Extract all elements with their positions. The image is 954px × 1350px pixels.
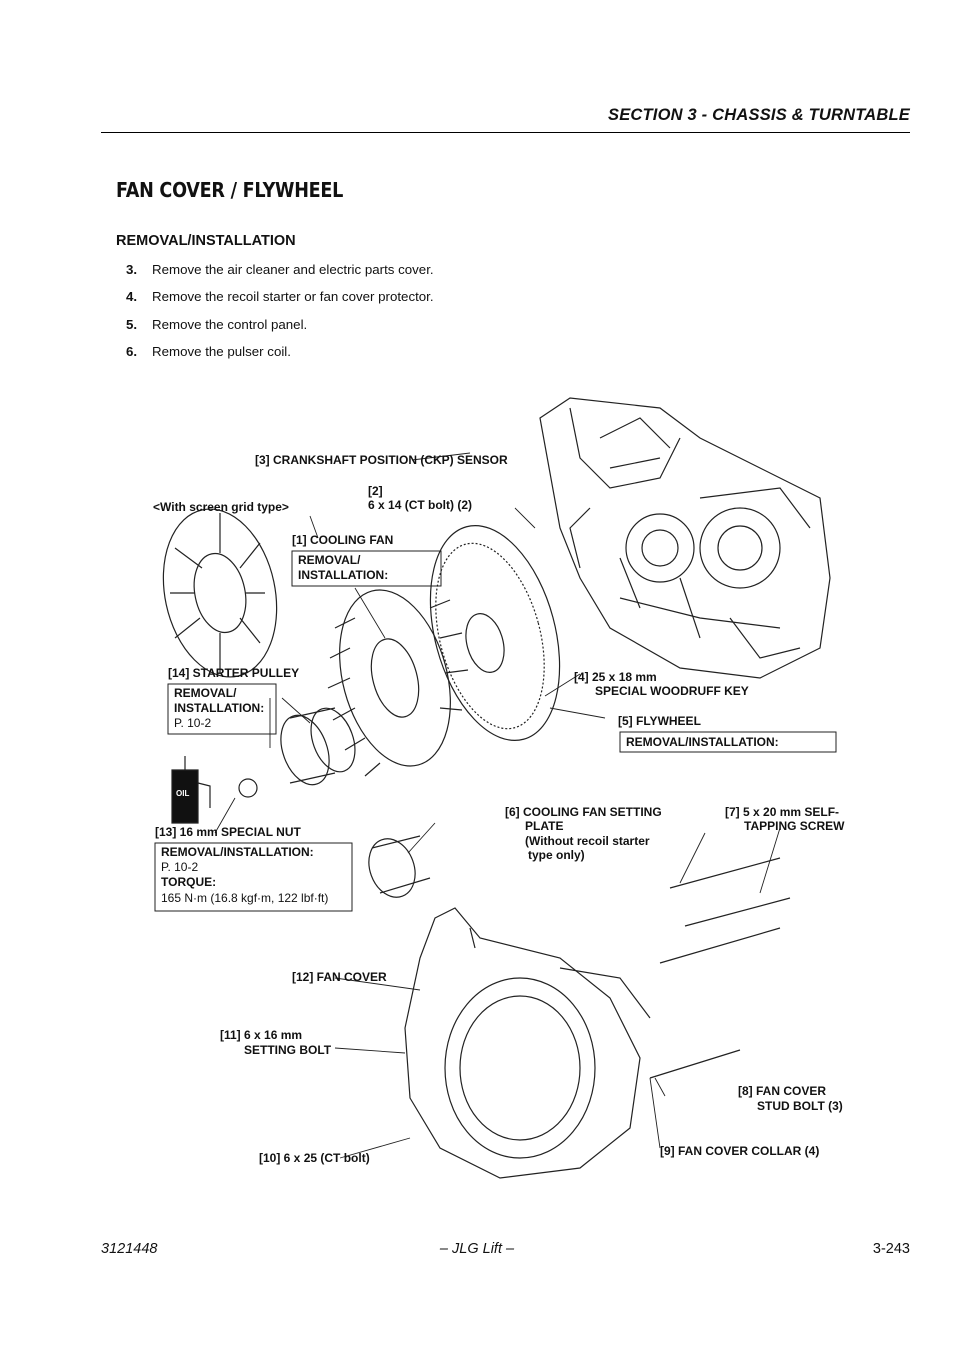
header-rule [101,132,910,133]
footer-doc-number: 3121448 [101,1241,158,1257]
setting-plate-illustration [368,835,431,898]
label-woodruff-size: [4] 25 x 18 mm [574,670,657,684]
label-collar: [9] FAN COVER COLLAR (4) [660,1144,819,1158]
label-ct-bolt: [10] 6 x 25 (CT bolt) [259,1151,370,1165]
cooling-fan-box-line2: INSTALLATION: [298,568,388,582]
label-starter-pulley: [14] STARTER PULLEY [168,666,299,680]
label-woodruff-key: SPECIAL WOODRUFF KEY [595,684,749,698]
starter-pulley-box-line1: REMOVAL/ [174,686,237,700]
step-list: 3. Remove the air cleaner and electric pa… [126,262,434,371]
step-item: 3. Remove the air cleaner and electric pa… [126,262,434,289]
label-bolt2-size: 6 x 14 (CT bolt) (2) [368,498,472,512]
cooling-fan-illustration [327,589,469,777]
special-nut-box-line1: REMOVAL/INSTALLATION: [161,845,314,859]
starter-pulley-box [167,683,277,735]
cooling-fan-box [291,550,442,587]
engine-block-illustration [539,397,831,679]
label-screw-2: TAPPING SCREW [744,819,845,833]
flywheel-box [619,731,837,753]
label-setting-bolt-2: SETTING BOLT [244,1043,332,1057]
label-cooling-fan: [1] COOLING FAN [292,533,393,547]
label-stud-bolt-1: [8] FAN COVER [738,1084,826,1098]
step-number: 4. [126,289,138,305]
label-setting-plate-2: PLATE [525,819,563,833]
starter-pulley-illustration [280,707,356,786]
special-nut-box [154,842,353,912]
fan-cover-bolts-illustration [649,857,791,1079]
label-setting-bolt-1: [11] 6 x 16 mm [220,1028,302,1042]
leader-lines [214,452,781,1159]
label-stud-bolt-2: STUD BOLT (3) [757,1099,843,1113]
oil-can-illustration [171,756,211,824]
label-ckp-sensor: [3] CRANKSHAFT POSITION (CKP) SENSOR [255,453,508,467]
step-number: 6. [126,343,138,359]
screen-grid-illustration [162,508,278,678]
cooling-fan-box-line1: REMOVAL/ [298,553,361,567]
sub-heading: REMOVAL/INSTALLATION [116,233,296,249]
label-setting-plate-1: [6] COOLING FAN SETTING [505,805,662,819]
special-nut-box-line2: P. 10-2 [161,860,198,874]
label-screw-1: [7] 5 x 20 mm SELF- [725,805,839,819]
starter-pulley-box-line2: INSTALLATION: [174,701,264,715]
footer-brand: – JLG Lift – [439,1241,515,1257]
page-title: FAN COVER / FLYWHEEL [116,178,344,202]
special-nut-illustration [238,778,258,798]
flywheel-illustration [429,525,561,741]
special-nut-box-line4: 165 N·m (16.8 kgf·m, 122 lbf·ft) [161,891,328,905]
step-item: 4. Remove the recoil starter or fan cover… [126,289,434,316]
step-text: Remove the air cleaner and electric part… [152,262,434,277]
label-bolt2-number: [2] [368,484,383,498]
label-screen-grid: <With screen grid type> [153,500,289,514]
step-text: Remove the pulser coil. [152,343,291,359]
section-header: SECTION 3 - CHASSIS & TURNTABLE [608,106,910,124]
oil-can-label: OIL [176,789,189,798]
flywheel-box-text: REMOVAL/INSTALLATION: [626,735,779,749]
label-setting-plate-4: type only) [528,848,585,862]
label-flywheel: [5] FLYWHEEL [618,714,701,728]
step-text: Remove the recoil starter or fan cover p… [152,289,434,305]
step-text: Remove the control panel. [152,316,308,332]
step-number: 3. [126,262,138,277]
label-setting-plate-3: (Without recoil starter [525,834,650,848]
step-item: 5. Remove the control panel. [126,317,434,344]
special-nut-box-line3: TORQUE: [161,875,216,889]
step-item: 6. Remove the pulser coil. [126,344,434,371]
step-number: 5. [126,316,138,332]
footer-page-number: 3-243 [872,1241,910,1257]
exploded-diagram: [3] CRANKSHAFT POSITION (CKP) SENSOR [2]… [153,397,845,1179]
fan-cover-illustration [404,907,651,1179]
starter-pulley-box-line3: P. 10-2 [174,716,211,730]
label-fan-cover: [12] FAN COVER [292,970,387,984]
label-special-nut: [13] 16 mm SPECIAL NUT [155,825,301,839]
